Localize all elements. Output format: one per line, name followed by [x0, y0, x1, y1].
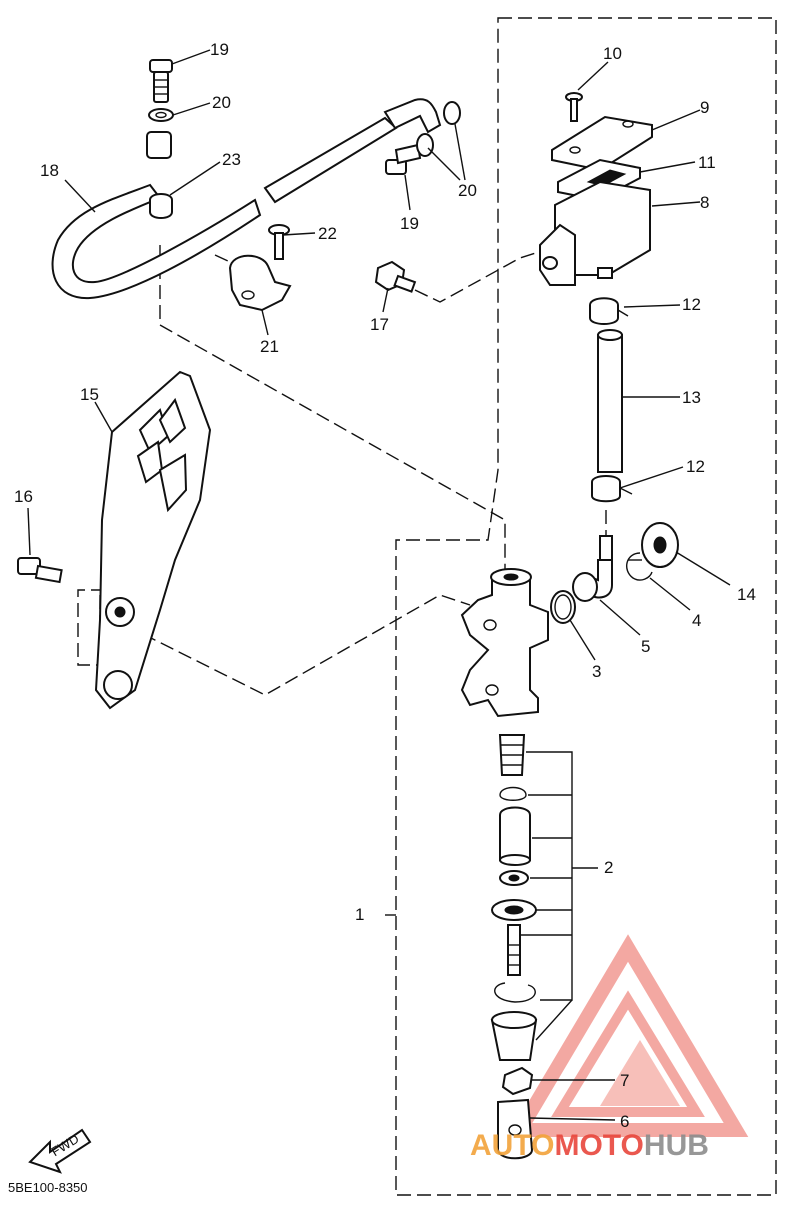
- callout-6: 6: [620, 1112, 629, 1131]
- spring-seat: [499, 786, 527, 801]
- push-rod: [491, 899, 537, 976]
- callout-9: 9: [700, 98, 709, 117]
- hose-clamp-23: [149, 193, 173, 219]
- fwd-arrow-icon: FWD: [28, 1128, 92, 1174]
- heel-guard-15: [94, 370, 212, 710]
- callout-19-top: 19: [210, 40, 229, 59]
- diaphragm-11: [557, 158, 641, 202]
- watermark-logo: [507, 934, 749, 1137]
- diagram-code: 5BE100-8350: [8, 1180, 88, 1195]
- callout-13: 13: [682, 388, 701, 407]
- svg-text:AUTOMOTOHUB: AUTOMOTOHUB: [470, 1129, 709, 1162]
- callout-17: 17: [370, 315, 389, 334]
- callout-20-top: 20: [212, 93, 231, 112]
- callout-4: 4: [692, 611, 701, 630]
- callout-8: 8: [700, 193, 709, 212]
- nut-7: [501, 1066, 534, 1096]
- hose-clamp-12-top: [589, 297, 629, 325]
- dust-boot: [490, 1011, 538, 1061]
- callout-19-right: 19: [400, 214, 419, 233]
- callout-18: 18: [40, 161, 59, 180]
- hose-clamp-12-bottom: [591, 475, 633, 503]
- reservoir-8: [539, 180, 651, 286]
- callout-11: 11: [698, 153, 716, 172]
- watermark-text: AUTOMOTOHUB: [470, 1129, 709, 1162]
- union-bolt-left: [148, 59, 174, 122]
- callout-3: 3: [592, 662, 601, 681]
- bolt-17: [374, 260, 417, 293]
- master-cylinder-body: [460, 568, 549, 718]
- leader-lines: [27, 49, 731, 1121]
- callout-2: 2: [604, 858, 613, 877]
- piston: [499, 806, 531, 866]
- bolt-16: [17, 557, 63, 584]
- callout-labels: 19 20 23 18 22 21 19 20 17 10 9 11 8 12 …: [14, 40, 756, 1131]
- reservoir-hose-13: [597, 329, 623, 473]
- reservoir-cap-9: [551, 115, 653, 172]
- hose-bracket-21: [228, 254, 292, 312]
- circlip: [494, 982, 536, 1003]
- callout-16: 16: [14, 487, 33, 506]
- clevis-6: [497, 1098, 534, 1160]
- union-bolt-right: [385, 101, 461, 175]
- callout-21: 21: [260, 337, 279, 356]
- callout-7: 7: [620, 1071, 629, 1090]
- callout-22: 22: [318, 224, 337, 243]
- callout-12-top: 12: [682, 295, 701, 314]
- spring: [498, 734, 526, 776]
- callout-15: 15: [80, 385, 99, 404]
- callout-12-bottom: 12: [686, 457, 705, 476]
- cup: [499, 870, 529, 886]
- callout-1: 1: [355, 905, 364, 924]
- hose-fitting-5: [572, 535, 613, 602]
- assembly-boundary: [395, 17, 777, 1196]
- screw-10: [565, 92, 583, 122]
- callout-14: 14: [737, 585, 756, 604]
- cap-14: [641, 522, 679, 568]
- callout-23: 23: [222, 150, 241, 169]
- callout-10: 10: [603, 44, 622, 63]
- brake-hose: [51, 98, 442, 300]
- callout-5: 5: [641, 637, 650, 656]
- screw-22: [268, 224, 290, 260]
- o-ring-3: [550, 590, 576, 624]
- circlip-4: [625, 552, 653, 581]
- callout-20-right: 20: [458, 181, 477, 200]
